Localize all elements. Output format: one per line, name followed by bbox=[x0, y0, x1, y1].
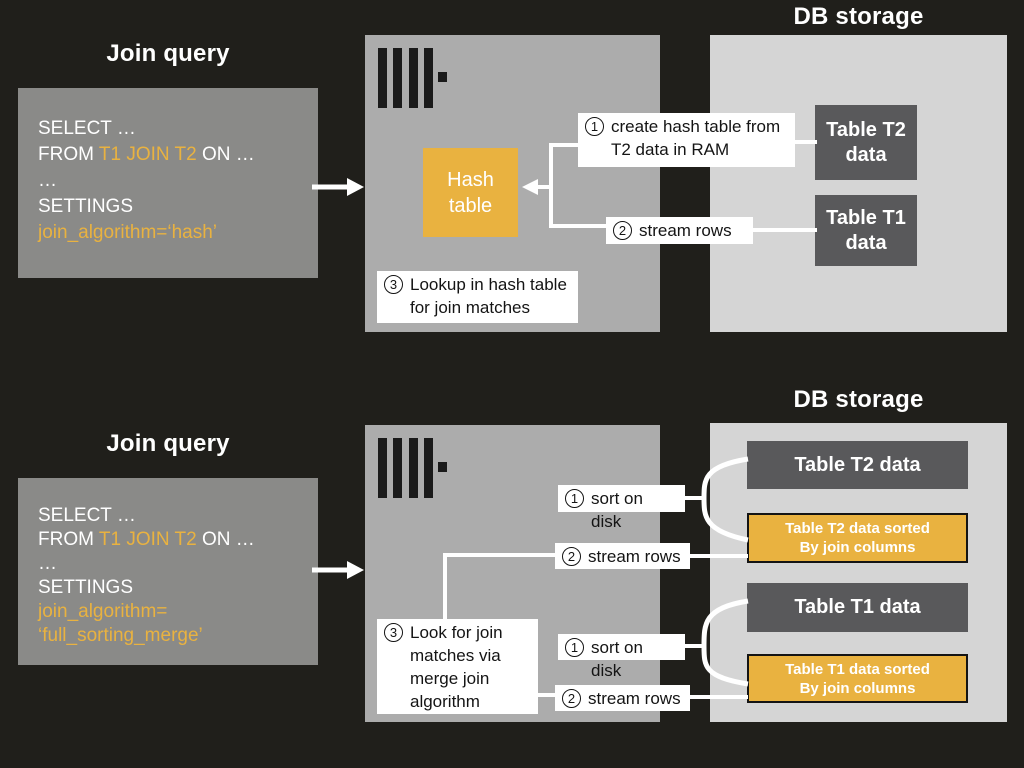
sql-query-line: FROM T1 JOIN T2 ON … bbox=[38, 144, 255, 165]
hash-table-box: Hash table bbox=[423, 148, 518, 237]
sql-query-line: … bbox=[38, 553, 57, 574]
clickhouse-logo-icon bbox=[378, 48, 448, 110]
table-t2-data-box-hash: Table T2 data bbox=[815, 105, 917, 180]
stream-rows-t1-label: 2 stream rows bbox=[555, 685, 690, 711]
step1-create-hash-label: 1 create hash table from T2 data in RAM bbox=[578, 113, 795, 167]
sql-query-line: join_algorithm=‘hash’ bbox=[38, 222, 218, 243]
table-t1-data-box-merge: Table T1 data bbox=[747, 583, 968, 632]
step3-lookup-label: 3 Lookup in hash table for join matches bbox=[377, 271, 578, 323]
sql-query-line: SETTINGS bbox=[38, 196, 134, 217]
db-storage-title-merge: DB storage bbox=[793, 386, 924, 413]
sql-query-line: … bbox=[38, 170, 57, 191]
step2-number-badge: 2 bbox=[613, 221, 632, 240]
sql-query-line: FROM T1 JOIN T2 ON … bbox=[38, 529, 255, 550]
sql-query-box-hash: SELECT … FROM T1 JOIN T2 ON … … SETTINGS joi… bbox=[18, 88, 318, 278]
sort-on-disk-t1-label: 1 sort on disk bbox=[558, 634, 685, 680]
stream-t2-number-badge: 2 bbox=[562, 547, 581, 566]
db-storage-title-hash: DB storage bbox=[793, 3, 924, 30]
sql-query-box-merge: SELECT … FROM T1 JOIN T2 ON … … SETTINGS joi… bbox=[18, 478, 318, 665]
step3-merge-number-badge: 3 bbox=[384, 623, 403, 642]
arrowhead-query-to-server-bottom bbox=[347, 561, 364, 579]
table-t2-data-box-merge: Table T2 data bbox=[747, 441, 968, 489]
step3-merge-join-label: 3 Look for join matches via merge join a… bbox=[377, 619, 538, 714]
step3-number-badge: 3 bbox=[384, 275, 403, 294]
clickhouse-logo-icon bbox=[378, 438, 448, 500]
sql-query-line: SELECT … bbox=[38, 118, 136, 139]
sql-query-line: SETTINGS bbox=[38, 577, 134, 598]
sql-query-line: join_algorithm= bbox=[38, 601, 168, 622]
table-t2-sorted-box: Table T2 data sorted By join columns bbox=[747, 513, 968, 563]
step1-number-badge: 1 bbox=[585, 117, 604, 136]
sort-t1-number-badge: 1 bbox=[565, 638, 584, 657]
step2-stream-rows-label: 2 stream rows bbox=[606, 217, 753, 244]
join-query-title-hash: Join query bbox=[106, 40, 230, 67]
arrowhead-query-to-server-top bbox=[347, 178, 364, 196]
table-t1-data-box-hash: Table T1 data bbox=[815, 195, 917, 266]
table-t1-sorted-box: Table T1 data sorted By join columns bbox=[747, 654, 968, 703]
db-storage-box-hash bbox=[710, 35, 1007, 332]
join-query-title-merge: Join query bbox=[106, 430, 230, 457]
stream-t1-number-badge: 2 bbox=[562, 689, 581, 708]
sort-on-disk-t2-label: 1 sort on disk bbox=[558, 485, 685, 531]
sql-query-line: SELECT … bbox=[38, 505, 136, 526]
stream-rows-t2-label: 2 stream rows bbox=[555, 543, 690, 569]
sort-t2-number-badge: 1 bbox=[565, 489, 584, 508]
sql-query-line: ‘full_sorting_merge’ bbox=[38, 625, 203, 646]
